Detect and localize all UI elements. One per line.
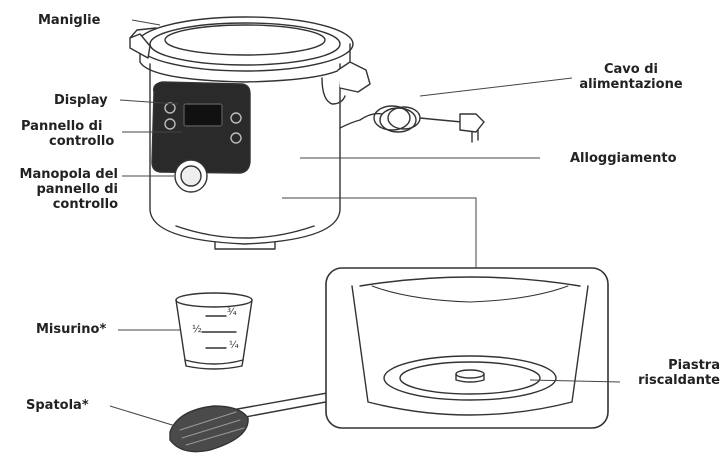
label-control-panel-line-2: controllo bbox=[49, 134, 115, 149]
cooker-base bbox=[175, 225, 315, 239]
cup-mark-three-quarter: ¾ bbox=[227, 307, 237, 318]
label-control-panel: Pannello di controllo bbox=[21, 119, 114, 149]
leader-spatula bbox=[109, 405, 183, 429]
label-heating-plate-line-1: Piastra bbox=[668, 358, 720, 373]
label-measuring-cup: Misurino* bbox=[36, 322, 107, 337]
display-screen bbox=[183, 103, 223, 127]
label-power-cord: Cavo di alimentazione bbox=[576, 62, 686, 92]
right-handle bbox=[337, 61, 371, 93]
cup-mark-half: ½ bbox=[192, 324, 202, 335]
label-heating-plate-line-2: riscaldante bbox=[638, 373, 720, 388]
measuring-cup bbox=[175, 292, 253, 370]
label-heating-plate: Piastra riscaldante bbox=[610, 358, 720, 388]
left-handle bbox=[129, 33, 151, 59]
label-control-knob-line-1: Manopola del bbox=[19, 167, 118, 182]
control-panel-face bbox=[151, 81, 251, 174]
leader-heating-plate bbox=[529, 379, 621, 383]
label-power-cord-line-2: alimentazione bbox=[579, 77, 683, 92]
label-housing: Alloggiamento bbox=[570, 151, 677, 166]
leader-detail bbox=[282, 197, 477, 268]
multicooker bbox=[129, 16, 371, 250]
power-cord bbox=[339, 105, 485, 143]
label-display: Display bbox=[54, 93, 108, 108]
label-power-cord-line-1: Cavo di bbox=[603, 62, 658, 77]
leader-power-cord bbox=[419, 77, 573, 97]
interior-detail-callout bbox=[325, 267, 609, 429]
leader-lines bbox=[109, 19, 621, 429]
cup-mark-quarter: ¼ bbox=[229, 340, 239, 351]
label-handles: Maniglie bbox=[38, 13, 101, 28]
heating-plate bbox=[383, 355, 557, 401]
label-control-knob-line-2: pannello di bbox=[36, 182, 118, 197]
label-control-panel-line-1: Pannello di bbox=[21, 119, 103, 134]
label-control-knob-line-3: controllo bbox=[52, 197, 118, 212]
label-control-knob: Manopola del pannello di controllo bbox=[6, 167, 118, 212]
label-spatula: Spatola* bbox=[26, 398, 89, 413]
leader-handles bbox=[131, 19, 161, 26]
leader-display bbox=[119, 99, 179, 105]
